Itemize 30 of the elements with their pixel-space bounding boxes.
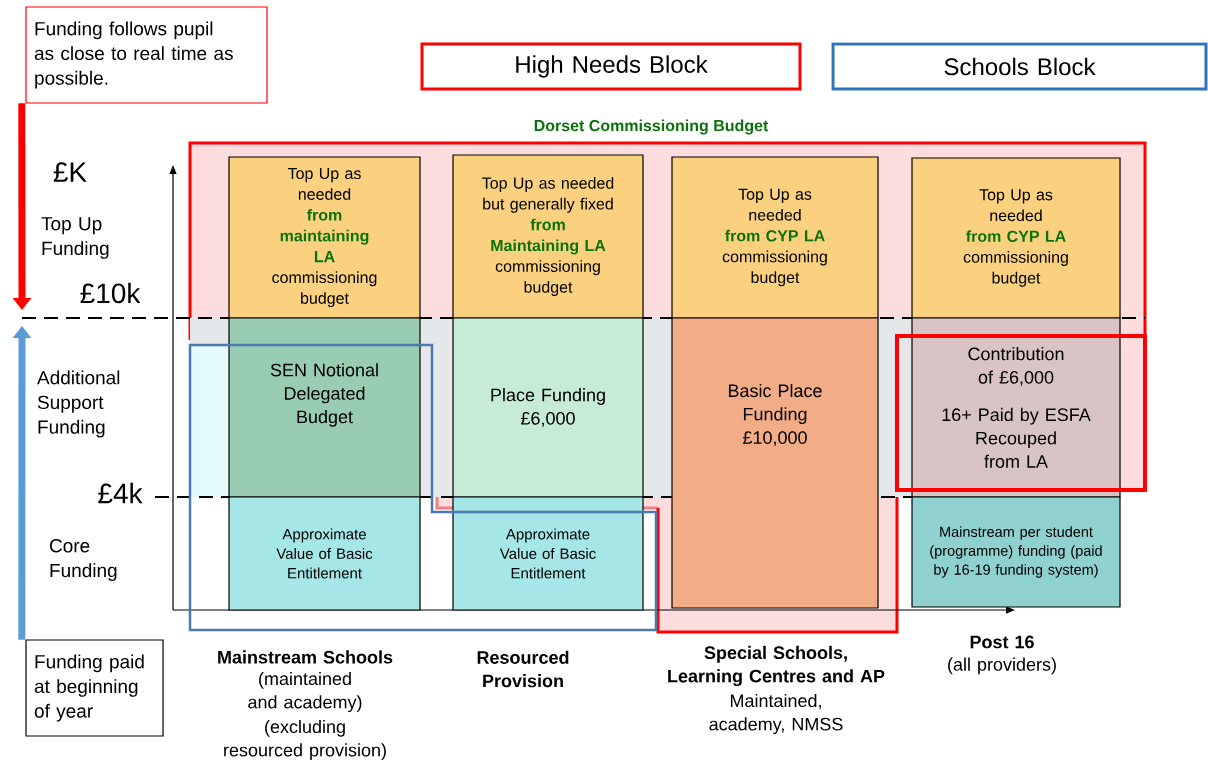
column-heading: Resourced Provision <box>477 650 569 688</box>
funding-box: Basic Place Funding £10,000 <box>671 317 879 609</box>
top-up-box: Top Up as needed from maintaining LA commissioning budget <box>228 156 421 319</box>
axis-value: £10k <box>80 282 141 304</box>
top-up-box: Top Up as needed but generally fixed from Maintaining LA commissioning budget <box>452 154 644 319</box>
axis-value: £4k <box>98 482 143 504</box>
band-label: Additional Support Funding <box>37 370 120 438</box>
band-label: Core Funding <box>49 539 117 581</box>
funding-box: SEN Notional Delegated Budget <box>228 317 421 498</box>
top-up-box: Top Up as needed from CYP LA commissioning budget <box>911 157 1121 319</box>
funding-box: Contribution of £6,000 16+ Paid by ESFA Recouped from LA <box>911 317 1121 498</box>
axis-value: £K <box>53 162 87 182</box>
column-heading: Post 16 <box>970 635 1034 649</box>
funding-box: Approximate Value of Basic Entitlement <box>452 496 644 611</box>
column-note: (maintained and academy) <box>248 671 362 713</box>
column-note: (excluding resourced provision) <box>224 719 386 761</box>
node-label: Dorset Commissioning Budget <box>534 119 769 135</box>
funding-box: Approximate Value of Basic Entitlement <box>228 496 421 611</box>
block-key-box: High Needs Block <box>420 42 802 91</box>
column-note: Maintained, academy, NMSS <box>709 693 843 735</box>
funding-box: Mainstream per student (programme) funding (paid by 16-19 funding system) <box>911 496 1121 608</box>
column-heading: Special Schools, Learning Centres and AP <box>668 645 885 687</box>
funding-box: Place Funding £6,000 <box>452 317 644 498</box>
band-label: Top Up Funding <box>41 217 109 259</box>
column-heading: Mainstream Schools <box>218 650 393 664</box>
column-note: (all providers) <box>948 657 1056 675</box>
callout-box: Funding paid at beginning of year <box>25 639 164 737</box>
callout-box: Funding follows pupil as close to real time as possible. <box>25 6 268 104</box>
block-key-box: Schools Block <box>831 42 1208 91</box>
top-up-box: Top Up as needed from CYP LA commissioning budget <box>671 156 879 319</box>
